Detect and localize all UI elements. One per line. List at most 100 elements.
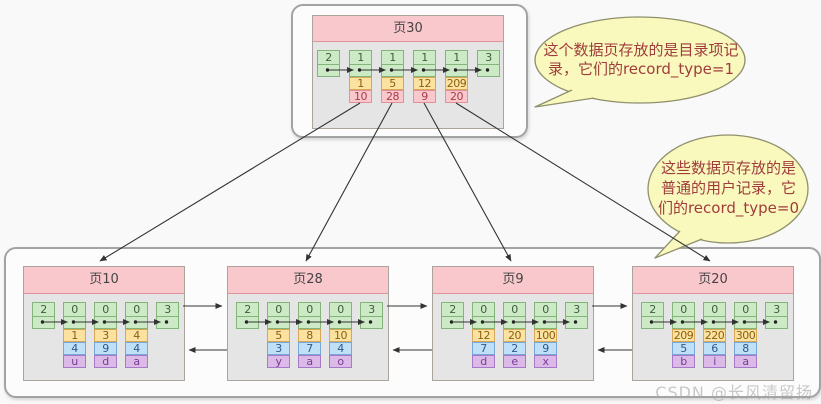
pointer-cell [94, 317, 117, 329]
infimum-column: 2 [641, 302, 664, 329]
record-char-cell: a [125, 355, 148, 368]
supremum-type-cell: 3 [477, 50, 500, 65]
pointer-cell [236, 317, 259, 329]
record-char-cell: y [267, 355, 290, 368]
record-type-cell: 0 [703, 302, 726, 317]
record-key-cell: 1 [349, 77, 372, 90]
record-type-cell: 0 [267, 302, 290, 317]
record-value-cell: 4 [125, 342, 148, 355]
page-9-title: 页9 [502, 272, 524, 287]
supremum-column: 3 [765, 302, 788, 329]
infimum-type-cell: 2 [32, 302, 55, 317]
user-callout-text: 这些数据页存放的是 普通的用户记录，它 们的record_type=0 [651, 158, 806, 218]
record-char-cell: o [329, 355, 352, 368]
page-20: 页20 2 0 209 5 b 0 220 6 i 0 300 8 a 3 [632, 266, 794, 381]
record-pageno-cell: 20 [445, 90, 468, 103]
page-10-header: 页10 [24, 267, 184, 294]
supremum-column: 3 [477, 50, 500, 77]
pointer-cell [360, 317, 383, 329]
callout-line: 们的record_type=0 [657, 199, 800, 217]
record-char-cell: d [94, 355, 117, 368]
directory-record-column: 1 5 28 [381, 50, 404, 103]
record-char-cell: e [503, 355, 526, 368]
page-20-title: 页20 [698, 272, 728, 287]
user-record-column: 0 4 4 a [125, 302, 148, 368]
supremum-type-cell: 3 [765, 302, 788, 317]
pointer-cell [267, 317, 290, 329]
supremum-column: 3 [565, 302, 588, 329]
page-28: 页28 2 0 5 3 y 0 8 7 a 0 10 4 o 3 [227, 266, 389, 381]
record-char-cell: b [672, 355, 695, 368]
infimum-type-cell: 2 [317, 50, 340, 65]
page-9-header: 页9 [433, 267, 593, 294]
record-value-cell: 6 [703, 342, 726, 355]
record-type-cell: 0 [125, 302, 148, 317]
record-key-cell: 20 [503, 329, 526, 342]
pointer-cell [472, 317, 495, 329]
record-key-cell: 300 [734, 329, 757, 342]
user-record-column: 0 10 4 o [329, 302, 352, 368]
record-value-cell: 7 [472, 342, 495, 355]
pointer-cell [381, 65, 404, 77]
supremum-type-cell: 3 [565, 302, 588, 317]
page-30-header: 页30 [313, 16, 503, 42]
record-value-cell: 7 [298, 342, 321, 355]
user-record-column: 0 100 9 x [534, 302, 557, 368]
record-type-cell: 0 [534, 302, 557, 317]
user-record-column: 0 8 7 a [298, 302, 321, 368]
pointer-cell [734, 317, 757, 329]
record-value-cell: 8 [734, 342, 757, 355]
record-key-cell: 4 [125, 329, 148, 342]
supremum-type-cell: 3 [156, 302, 179, 317]
pointer-cell [156, 317, 179, 329]
page-10: 页10 2 0 1 4 u 0 3 9 d 0 4 4 a 3 [23, 266, 185, 381]
record-char-cell: u [63, 355, 86, 368]
infimum-type-cell: 2 [641, 302, 664, 317]
directory-record-column: 1 209 20 [445, 50, 468, 103]
callout-line: 这个数据页存放的是目录项记 [543, 41, 739, 59]
pointer-cell [765, 317, 788, 329]
record-char-cell: a [298, 355, 321, 368]
supremum-column: 3 [360, 302, 383, 329]
record-value-cell: 4 [63, 342, 86, 355]
record-char-cell: i [703, 355, 726, 368]
record-char-cell: a [734, 355, 757, 368]
record-type-cell: 0 [672, 302, 695, 317]
record-key-cell: 12 [472, 329, 495, 342]
pointer-cell [125, 317, 148, 329]
page-28-title: 页28 [293, 272, 323, 287]
record-type-cell: 1 [349, 50, 372, 65]
record-type-cell: 0 [503, 302, 526, 317]
pointer-cell [565, 317, 588, 329]
record-key-cell: 209 [445, 77, 468, 90]
record-type-cell: 0 [734, 302, 757, 317]
user-record-column: 0 5 3 y [267, 302, 290, 368]
supremum-type-cell: 3 [360, 302, 383, 317]
record-key-cell: 3 [94, 329, 117, 342]
user-record-column: 0 12 7 d [472, 302, 495, 368]
user-record-column: 0 3 9 d [94, 302, 117, 368]
record-value-cell: 3 [267, 342, 290, 355]
record-pageno-cell: 28 [381, 90, 404, 103]
pointer-cell [441, 317, 464, 329]
callout-line: 普通的用户记录，它 [660, 179, 796, 197]
record-key-cell: 100 [534, 329, 557, 342]
record-key-cell: 1 [63, 329, 86, 342]
infimum-type-cell: 2 [236, 302, 259, 317]
record-type-cell: 1 [381, 50, 404, 65]
record-type-cell: 1 [445, 50, 468, 65]
pointer-cell [329, 317, 352, 329]
directory-record-column: 1 12 9 [413, 50, 436, 103]
pointer-cell [63, 317, 86, 329]
pointer-cell [534, 317, 557, 329]
csdn-watermark: CSDN @长风清留扬 [655, 383, 813, 402]
record-key-cell: 12 [413, 77, 436, 90]
user-record-column: 0 1 4 u [63, 302, 86, 368]
supremum-column: 3 [156, 302, 179, 329]
record-pageno-cell: 10 [349, 90, 372, 103]
page-30: 页30 2 1 1 10 1 5 28 1 12 9 1 209 20 [312, 15, 504, 129]
pointer-cell [477, 65, 500, 77]
callout-line: 录，它们的record_type=1 [547, 60, 735, 78]
record-type-cell: 0 [329, 302, 352, 317]
